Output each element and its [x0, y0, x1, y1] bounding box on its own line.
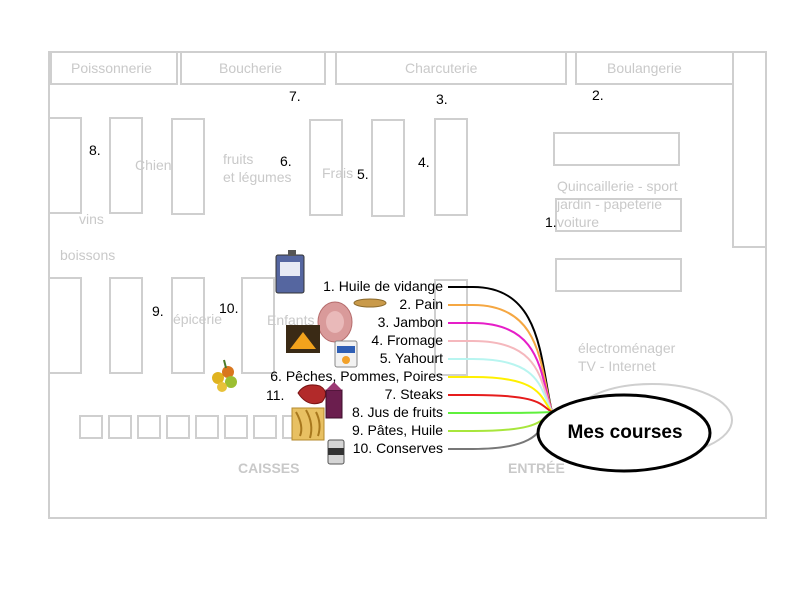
label-vins: vins	[79, 211, 104, 227]
electromenager-shelf	[555, 258, 682, 292]
shopping-item-10: 10. Conserves	[352, 440, 443, 456]
label-caisses: CAISSES	[238, 460, 300, 476]
label-epicerie: épicerie	[173, 311, 223, 327]
label-tv-internet: TV - Internet	[578, 358, 656, 374]
yogurt-icon	[334, 340, 358, 368]
label-chien: Chien	[135, 157, 172, 173]
shelf	[434, 118, 468, 216]
shopping-item-4: 4. Fromage	[371, 332, 443, 348]
can-icon	[327, 439, 345, 465]
right-wall-block	[732, 51, 767, 248]
label-entree: ENTRÉE	[508, 460, 565, 476]
steak-icon	[297, 384, 326, 405]
aisle-number-4: 4.	[418, 154, 430, 170]
label-jardin: jardin - papeterie	[557, 196, 663, 212]
aisle-number-2: 2.	[592, 87, 604, 103]
connector-lines	[448, 286, 553, 450]
shelf	[241, 277, 275, 374]
label-fruits: fruits	[223, 151, 254, 167]
section-boucherie-label: Boucherie	[219, 60, 283, 76]
shopping-item-2: 2. Pain	[399, 296, 443, 312]
bread-icon	[353, 298, 387, 308]
connector-line-4	[448, 340, 553, 413]
aisle-number-11: 11.	[266, 387, 285, 403]
label-boissons: boissons	[60, 247, 116, 263]
shelf	[109, 117, 143, 214]
shelf	[171, 118, 205, 215]
section-boulangerie-label: Boulangerie	[607, 60, 682, 76]
section-charcuterie-label: Charcuterie	[405, 60, 478, 76]
juice-carton-icon	[325, 382, 343, 419]
cheese-icon	[286, 325, 320, 353]
shopping-item-7: 7. Steaks	[384, 386, 443, 402]
label-legumes: et légumes	[223, 169, 292, 185]
shopping-item-1: 1. Huile de vidange	[323, 278, 443, 294]
aisle-number-1: 1.	[545, 214, 557, 230]
center-node-title: Mes courses	[567, 422, 683, 443]
connector-line-8	[448, 411, 553, 414]
aisle-number-10: 10.	[219, 300, 239, 316]
shelf	[48, 117, 82, 214]
label-quincaillerie: Quincaillerie - sport	[557, 178, 678, 194]
pasta-icon	[291, 407, 325, 441]
connector-line-9	[448, 411, 553, 432]
label-electromenager: électroménager	[578, 340, 676, 356]
shelf	[171, 277, 205, 374]
shelf	[48, 277, 82, 374]
label-frais: Frais	[322, 165, 354, 181]
connector-line-7	[448, 394, 553, 413]
section-poissonnerie-box	[50, 51, 178, 85]
shelf	[371, 119, 405, 217]
section-poissonnerie-label: Poissonnerie	[71, 60, 152, 76]
shopping-item-9: 9. Pâtes, Huile	[351, 422, 443, 438]
shelf	[109, 277, 143, 374]
center-node-ellipse	[536, 393, 712, 473]
connector-line-6	[448, 376, 553, 413]
ham-icon	[317, 301, 353, 343]
aisle-number-9: 9.	[152, 303, 164, 319]
shelf	[309, 119, 343, 216]
fruit-basket-icon	[212, 359, 237, 392]
label-voiture: voiture	[557, 214, 600, 230]
shopping-item-8: 8. Jus de fruits	[351, 404, 443, 420]
aisle-number-8: 8.	[89, 142, 101, 158]
aisle-number-3: 3.	[436, 91, 448, 107]
motor-oil-can-icon	[275, 250, 305, 294]
shopping-item-5: 5. Yahourt	[379, 350, 443, 366]
section-boucherie-box	[180, 51, 326, 85]
label-enfants: Enfants	[267, 312, 315, 328]
shopping-item-3: 3. Jambon	[377, 314, 443, 330]
aisle-number-5: 5.	[357, 166, 369, 182]
shopping-item-6: 6. Pêches, Pommes, Poires	[270, 368, 443, 384]
connector-line-5	[448, 358, 553, 413]
quincaillerie-shelf	[555, 198, 682, 232]
section-charcuterie-box	[335, 51, 567, 85]
shelf	[434, 279, 468, 376]
aisle-number-7: 7.	[289, 88, 301, 104]
aisle-number-6: 6.	[280, 153, 292, 169]
checkout-counters	[79, 415, 306, 439]
quincaillerie-shelf	[553, 132, 680, 166]
